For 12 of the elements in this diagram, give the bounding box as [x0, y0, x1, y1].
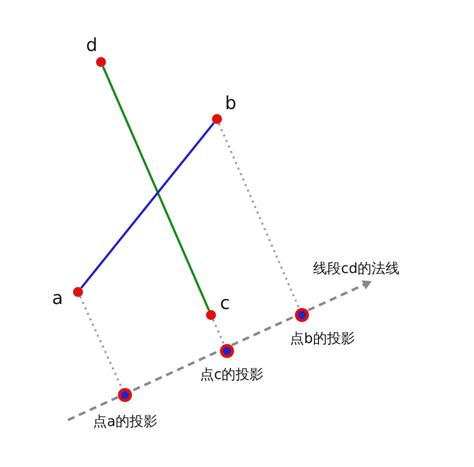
point-label: c: [220, 295, 230, 313]
projection-line: [212, 319, 226, 346]
projection-label: 点c的投影: [200, 368, 264, 382]
point-label: a: [52, 290, 64, 308]
point-label: b: [225, 95, 236, 113]
line-segment: [80, 122, 215, 289]
line-label: 线段cd的法线: [313, 262, 400, 276]
projection-label: 点a的投影: [93, 415, 158, 429]
line-segment: [102, 66, 210, 311]
projection-label: 点b的投影: [290, 332, 355, 346]
projection-line: [218, 123, 300, 309]
point-label: d: [86, 37, 98, 55]
